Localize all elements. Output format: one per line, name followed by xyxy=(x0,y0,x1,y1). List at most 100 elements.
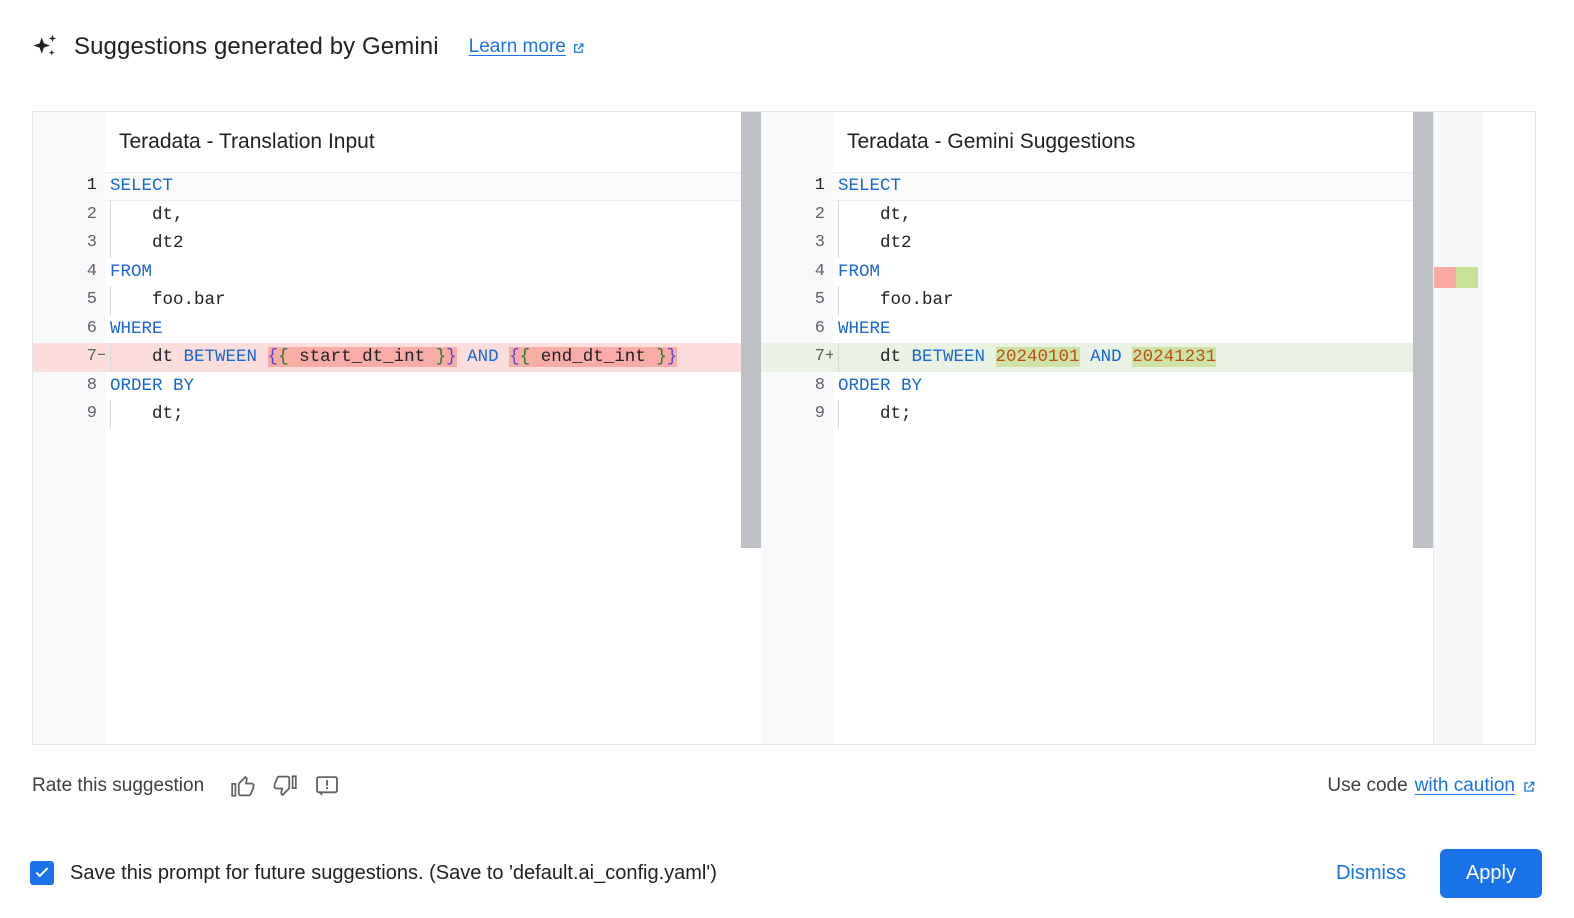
code-token: SELECT xyxy=(110,176,174,196)
code-token: AND xyxy=(467,347,499,367)
code-token: dt xyxy=(838,347,912,367)
overview-marker-deleted[interactable] xyxy=(1434,267,1456,288)
code-token: end_dt_int xyxy=(530,347,657,367)
code-line: FROM xyxy=(833,258,1483,287)
code-token: AND xyxy=(1090,347,1122,367)
right-vertical-scrollbar[interactable] xyxy=(1413,112,1433,744)
code-token xyxy=(1080,347,1091,367)
overview-marker-added[interactable] xyxy=(1456,267,1478,288)
code-line: ORDER BY xyxy=(105,372,761,401)
code-line: ORDER BY xyxy=(833,372,1483,401)
save-prompt-label: Save this prompt for future suggestions.… xyxy=(70,861,717,884)
sparkle-icon xyxy=(30,32,60,62)
code-line: SELECT xyxy=(105,172,761,201)
code-line: dt, xyxy=(833,200,1483,230)
code-token: } xyxy=(435,347,447,367)
code-line: dt, xyxy=(105,200,761,230)
right-code-area[interactable]: Teradata - Gemini Suggestions SELECT dt,… xyxy=(833,112,1483,744)
code-token: WHERE xyxy=(838,318,891,339)
diff-plus-sign: + xyxy=(825,347,836,366)
use-code-note: Use code with caution xyxy=(1327,775,1536,797)
code-token: { xyxy=(278,347,289,367)
overview-ruler[interactable] xyxy=(1433,112,1483,744)
line-number: 9 xyxy=(86,404,97,423)
right-panel-title: Teradata - Gemini Suggestions xyxy=(847,130,1136,153)
code-token xyxy=(985,347,996,367)
code-line: WHERE xyxy=(105,315,761,344)
code-token xyxy=(1122,347,1133,367)
external-link-icon xyxy=(571,40,586,55)
code-token xyxy=(457,347,468,367)
code-token: dt, xyxy=(838,204,912,225)
code-line: dt; xyxy=(833,400,1483,429)
line-number: 4 xyxy=(86,261,97,281)
thumb-down-icon[interactable] xyxy=(268,769,302,803)
learn-more-link[interactable]: Learn more xyxy=(469,36,586,58)
code-token: dt; xyxy=(838,404,912,424)
code-token: WHERE xyxy=(110,318,163,339)
line-number: 3 xyxy=(814,233,825,252)
code-token: dt, xyxy=(110,204,184,225)
code-token: } xyxy=(666,347,678,367)
code-token: } xyxy=(656,347,667,367)
apply-button[interactable]: Apply xyxy=(1439,848,1542,898)
code-token: dt2 xyxy=(110,233,184,253)
dismiss-button[interactable]: Dismiss xyxy=(1320,852,1422,895)
code-line: FROM xyxy=(105,258,761,287)
left-panel-title: Teradata - Translation Input xyxy=(119,130,375,153)
rate-suggestion-row: Rate this suggestion Use code with cauti… xyxy=(32,765,1536,807)
code-token: dt2 xyxy=(838,233,912,253)
code-token: ORDER BY xyxy=(838,375,923,396)
code-token: { xyxy=(519,347,531,367)
line-number: 4 xyxy=(814,261,825,281)
thumb-up-icon[interactable] xyxy=(226,769,260,803)
line-number: 7− xyxy=(33,343,107,372)
suggestions-header: Suggestions generated by Gemini Learn mo… xyxy=(30,22,586,72)
code-token: BETWEEN xyxy=(183,347,258,367)
save-prompt-checkbox[interactable] xyxy=(30,861,54,885)
code-token: BETWEEN xyxy=(911,347,986,367)
line-number: 7+ xyxy=(761,343,836,372)
action-buttons: Dismiss Apply xyxy=(1320,848,1542,898)
code-token xyxy=(499,347,510,367)
code-line: dt2 xyxy=(833,229,1483,258)
code-token: dt xyxy=(110,347,184,367)
code-line: dt2 xyxy=(105,229,761,258)
code-token: 20240101 xyxy=(995,347,1080,367)
left-vertical-scrollbar[interactable] xyxy=(741,112,761,744)
line-number: 5 xyxy=(814,290,825,309)
code-token: 20241231 xyxy=(1132,347,1217,367)
use-code-caution-label: with caution xyxy=(1414,775,1515,796)
code-token: dt; xyxy=(110,404,184,424)
line-number: 2 xyxy=(814,204,825,224)
code-line: SELECT xyxy=(833,172,1483,201)
code-line: dt; xyxy=(105,400,761,429)
line-number: 8 xyxy=(814,375,825,395)
report-feedback-icon[interactable] xyxy=(310,769,344,803)
code-line: dt BETWEEN {{ start_dt_int }} AND {{ end… xyxy=(105,343,761,372)
learn-more-label: Learn more xyxy=(468,36,566,57)
code-line: WHERE xyxy=(833,315,1483,344)
line-number: 1 xyxy=(86,176,97,195)
code-line: dt BETWEEN 20240101 AND 20241231 xyxy=(833,343,1483,372)
line-number: 2 xyxy=(86,204,97,224)
left-code-area[interactable]: Teradata - Translation Input SELECT dt, … xyxy=(105,112,761,744)
line-number: 5 xyxy=(86,290,97,309)
code-token: FROM xyxy=(838,261,881,282)
bottom-action-bar: Save this prompt for future suggestions.… xyxy=(30,848,1542,898)
line-number: 6 xyxy=(814,318,825,338)
right-scrollbar-thumb[interactable] xyxy=(1413,112,1433,548)
diff-viewer: 1 2 3 4 5 6 7− 8 9 Teradata - Translation Input … xyxy=(32,111,1536,745)
code-token: start_dt_int xyxy=(288,347,436,367)
use-code-caution-link[interactable]: with caution xyxy=(1415,775,1536,797)
line-number: 1 xyxy=(814,176,825,195)
code-token: SELECT xyxy=(838,176,902,196)
code-token: } xyxy=(446,347,457,367)
left-scrollbar-thumb[interactable] xyxy=(741,112,761,548)
